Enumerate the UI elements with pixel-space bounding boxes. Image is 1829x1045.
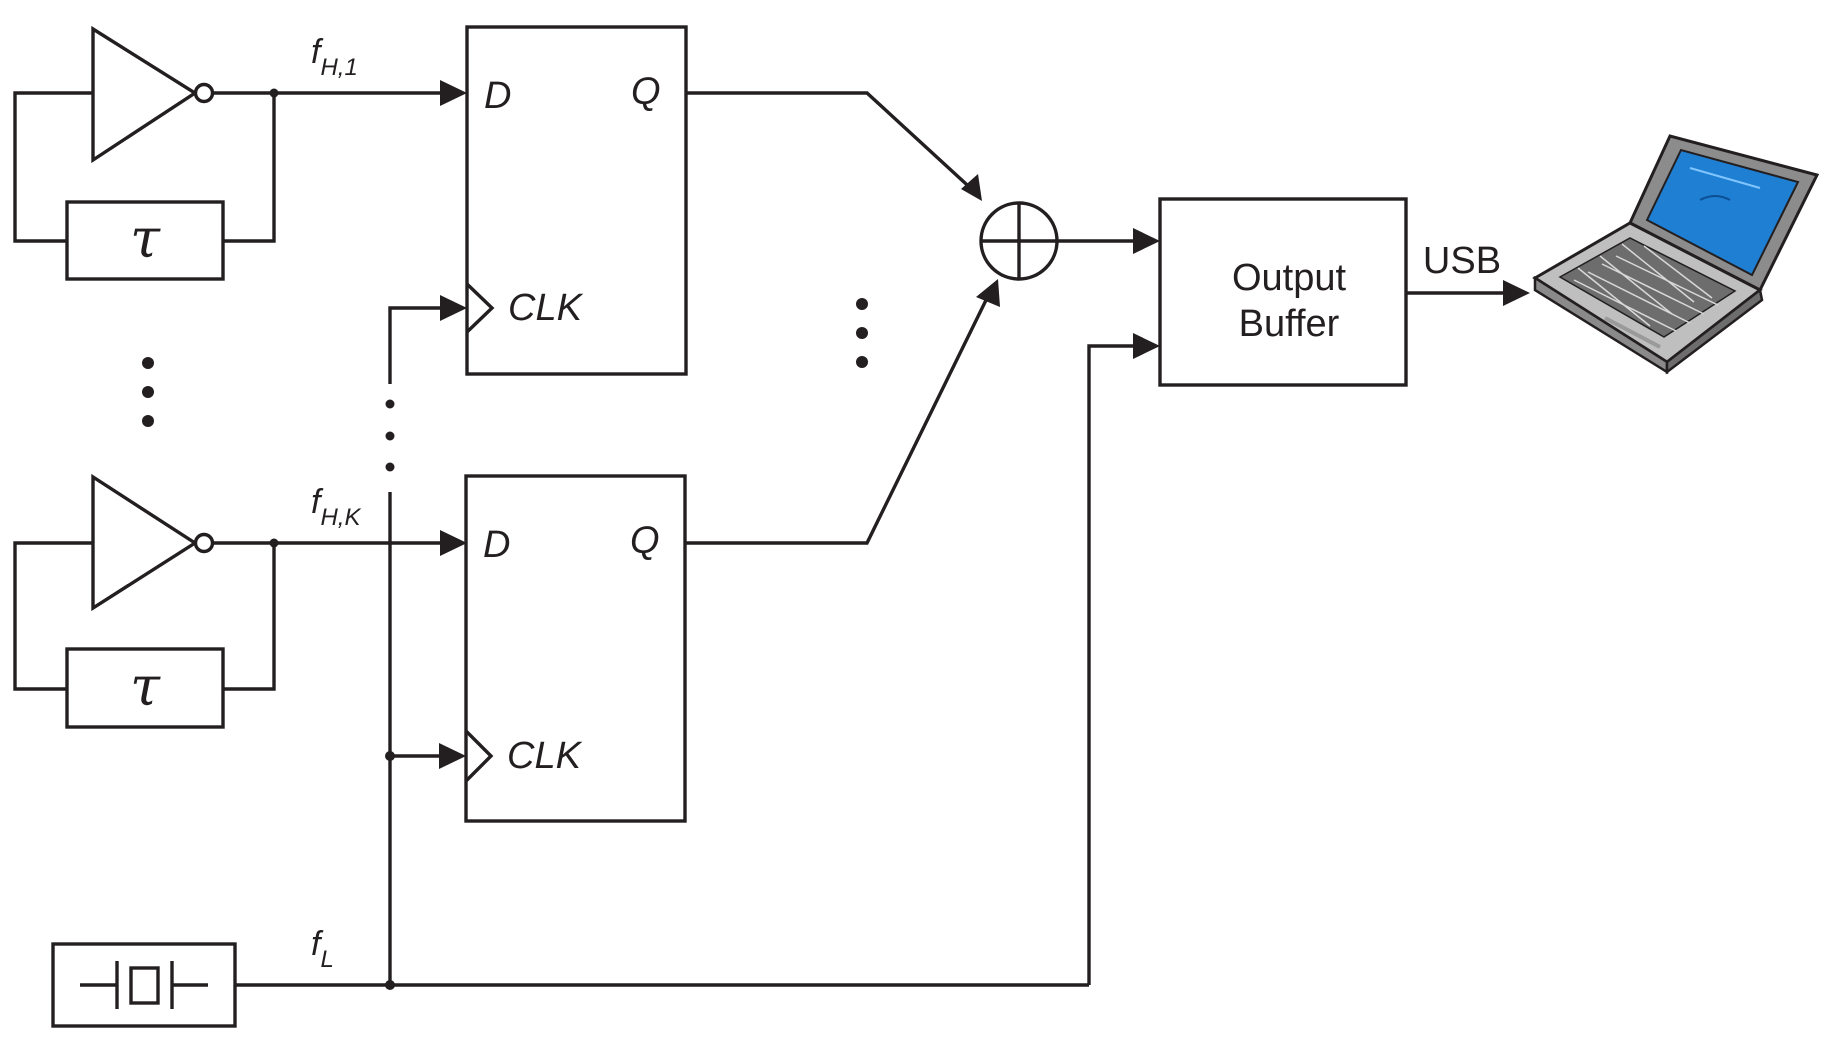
fl-to-buffer-wire [1087,344,1155,985]
arrow-fh1-to-d [440,80,467,106]
q-ellipsis [856,298,868,368]
flip-flop-k-body [464,474,687,823]
output-buffer-line2: Buffer [1239,303,1340,345]
inverter-k [91,473,199,612]
arrow-clk-ffk [439,743,466,769]
arrow-fl-to-buffer [1133,333,1160,359]
output-buffer: Output Buffer USB [1087,197,1530,985]
feedback-wire-k [13,541,276,691]
delay-label-k: τ [130,655,161,718]
flip-flop-1-clk-label: CLK [508,287,584,329]
crystal-oscillator: fL [51,925,1089,1028]
junction-dot-clk-k [385,751,395,761]
signal-label-fhk: fH,K [311,483,361,531]
arrow-usb-to-laptop [1503,280,1530,306]
flip-flop-k-d-label: D [483,524,510,566]
flip-flop-k: D Q CLK [464,474,687,823]
signal-label-fl: fL [311,925,334,973]
usb-label: USB [1423,240,1501,282]
delay-label-1: τ [130,207,161,270]
feedback-wire-1 [13,91,276,243]
ring-oscillator-1: τ fH,1 [13,25,467,281]
signal-label-fhk-sub: H,K [320,504,361,531]
output-buffer-line1: Output [1232,257,1347,299]
arrow-q1-to-xor [961,174,982,201]
flip-flop-k-q-label: Q [630,520,660,562]
flip-flop-k-clk-triangle [464,729,494,783]
oscillator-ellipsis [142,357,154,427]
inverter-k-bubble [193,532,215,554]
flip-flop-1-body [465,25,688,376]
clk-wire-ff1 [388,306,462,384]
q1-wire [686,91,979,196]
flip-flop-1-q-label: Q [631,71,661,113]
laptop-keyboard [1558,237,1737,338]
inverter-1-bubble [193,82,215,104]
junction-dot-1 [269,88,279,98]
signal-label-fh1-sub: H,1 [320,54,357,81]
arrow-fhk-to-d [440,530,467,556]
qk-wire [685,291,992,545]
flip-flop-k-clk-label: CLK [507,735,583,777]
flip-flop-1-clk-triangle [465,282,495,334]
ring-oscillator-k: τ fH,K [13,473,467,729]
signal-label-fl-sub: L [320,946,333,973]
arrow-clk-ff1 [440,295,467,321]
output-buffer-box [1158,197,1408,387]
xor-combiner [685,91,1160,545]
signal-label-fh1: fH,1 [311,33,358,81]
flip-flop-1: D Q CLK [465,25,688,376]
arrow-qk-to-xor [976,279,1000,307]
laptop-screen [1645,148,1800,277]
clock-bus [385,295,467,990]
laptop-icon [1532,134,1820,375]
flip-flop-1-d-label: D [484,75,511,117]
inverter-1 [91,25,199,164]
junction-dot-k [269,538,279,548]
arrow-xor-to-buffer [1133,228,1160,254]
